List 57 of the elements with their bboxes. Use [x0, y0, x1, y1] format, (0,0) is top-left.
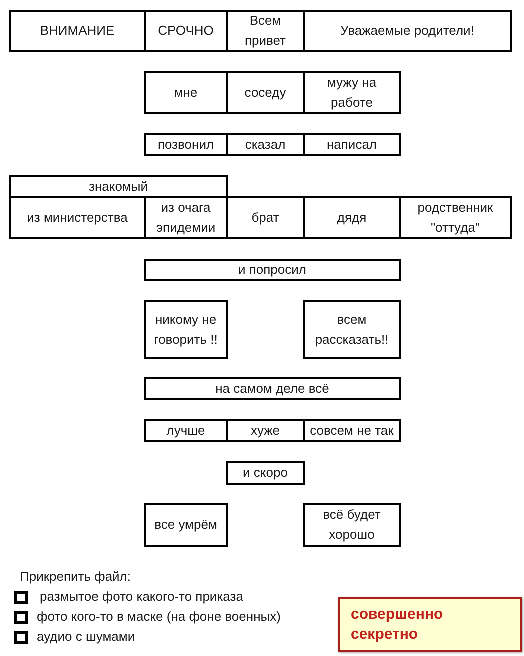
- table-cell: [9, 196, 146, 239]
- label-text: хуже: [250, 422, 280, 440]
- table-cell: [9, 10, 146, 52]
- label-text: и скоро: [243, 464, 288, 482]
- table-cell: [144, 133, 228, 156]
- table-cell: [303, 10, 512, 52]
- label-text: написал: [326, 136, 378, 154]
- text-box: [226, 461, 305, 485]
- table-cell: [9, 175, 228, 198]
- label-text: из министерства: [27, 208, 128, 227]
- label-text: на самом деле всё: [216, 380, 330, 398]
- text-box: [144, 503, 228, 547]
- secret-stamp-box: [338, 597, 522, 652]
- table-cell: [303, 71, 401, 114]
- table-cell: [226, 71, 305, 114]
- label-text: Уважаемые родители!: [340, 22, 474, 40]
- label-text: соседу: [244, 84, 286, 102]
- label-text: все умрём: [154, 516, 218, 534]
- label-text: из очага эпидемии: [155, 198, 217, 237]
- checkbox-label: размытое фото какого-то приказа: [40, 588, 244, 606]
- label-text: дядя: [337, 208, 367, 227]
- label-text: брат: [252, 208, 280, 227]
- table-cell: [226, 133, 305, 156]
- label-text: никому не говорить !!: [153, 310, 219, 349]
- label-text: сказал: [245, 136, 286, 154]
- table-cell: [226, 419, 305, 442]
- table-cell: [226, 196, 305, 239]
- text-box: [144, 259, 401, 281]
- attach-heading: Прикрепить файл:: [20, 568, 132, 586]
- label-text: мне: [174, 84, 198, 102]
- label-text: совсем не так: [310, 422, 394, 440]
- text-box: [303, 300, 401, 359]
- table-cell: [144, 419, 228, 442]
- table-cell: [226, 10, 305, 52]
- label-text: Всем привет: [244, 12, 288, 50]
- label-text: всё будет хорошо: [322, 506, 382, 544]
- checkbox-label: аудио с шумами: [37, 628, 136, 646]
- table-cell: [144, 10, 228, 52]
- label-text: СРОЧНО: [158, 22, 214, 40]
- label-text: всем рассказать!!: [314, 310, 390, 349]
- label-text: мужу на работе: [326, 74, 378, 112]
- checkbox-label: фото кого-то в маске (на фоне военных): [37, 608, 281, 626]
- text-box: [303, 503, 401, 547]
- text-box: [144, 377, 401, 400]
- table-cell: [303, 196, 401, 239]
- text-box: [144, 300, 228, 359]
- label-text: ВНИМАНИЕ: [40, 22, 115, 40]
- table-cell: [144, 71, 228, 114]
- table-cell: [399, 196, 512, 239]
- label-text: родственник "оттуда": [416, 198, 494, 237]
- table-cell: [303, 133, 401, 156]
- table-cell: [303, 419, 401, 442]
- label-text: позвонил: [158, 136, 214, 154]
- label-text: и попросил: [238, 261, 306, 279]
- label-text: лучше: [166, 422, 206, 440]
- label-text: знакомый: [89, 178, 148, 196]
- stamp-text: совершенно секретно: [351, 604, 444, 644]
